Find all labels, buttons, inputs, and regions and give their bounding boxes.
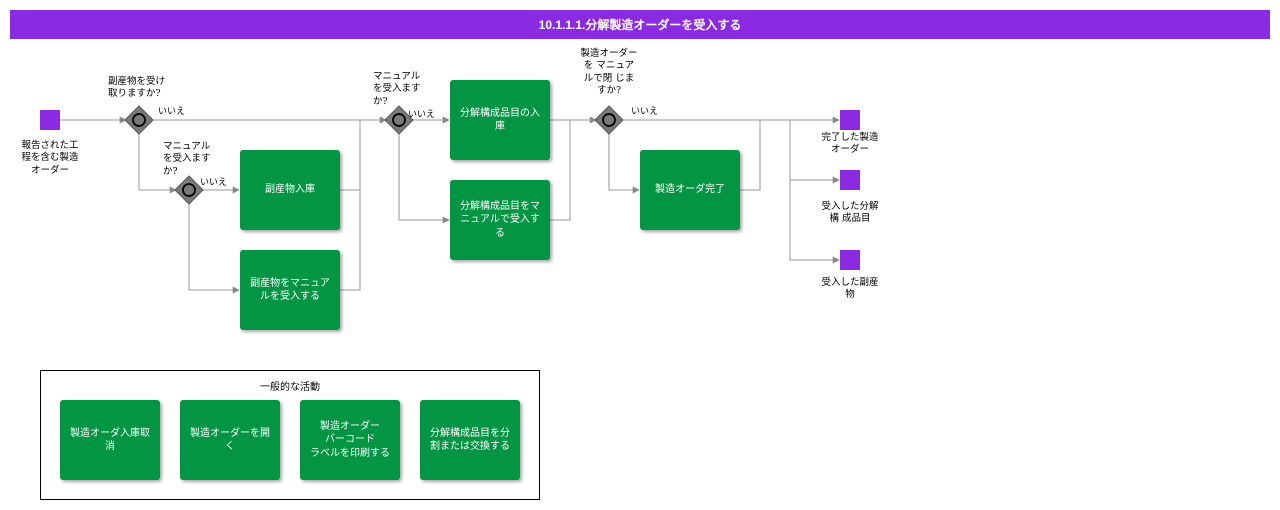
end-event-received-byproducts-label: 受入した副産 物 <box>821 277 879 301</box>
end-event-completed-order <box>840 110 860 130</box>
gateway-close-order-no-label: いいえ <box>631 107 659 117</box>
task-order-complete[interactable]: 製造オーダ完了 <box>640 150 740 230</box>
activity-open-order[interactable]: 製造オーダーを開 く <box>180 400 280 480</box>
activity-cancel-order-receipt[interactable]: 製造オーダ入庫取 消 <box>60 400 160 480</box>
gateway-shapes <box>124 105 624 205</box>
task-component-receive[interactable]: 分解構成品目の入 庫 <box>450 80 550 160</box>
end-event-received-components <box>840 170 860 190</box>
gateway-byproduct-question: 副産物を受け 取りますか? <box>108 76 166 100</box>
task-byproduct-manual-receive[interactable]: 副産物をマニュア ルを受入する <box>240 250 340 330</box>
gateway-component-manual-question: マニュアル を受入ます か? <box>373 71 421 107</box>
end-event-completed-order-label: 完了した製造 オーダー <box>821 132 879 156</box>
end-event-received-components-label: 受入した分解 構 成品目 <box>821 201 879 225</box>
gateway-component-manual-no-label: いいえ <box>408 110 436 120</box>
gateway-byproduct-manual-no-label: いいえ <box>200 178 228 188</box>
activity-split-replace-components[interactable]: 分解構成品目を分 割または交換する <box>420 400 520 480</box>
common-activities-title: 一般的な活動 <box>260 382 320 393</box>
gateway-byproduct-no-label: いいえ <box>158 107 186 117</box>
gateway-byproduct-manual-question: マニュアル を受入ます か? <box>163 141 211 177</box>
end-event-received-byproducts <box>840 250 860 270</box>
common-activities-box <box>40 370 540 500</box>
diagram-title: 10.1.1.1.分解製造オーダーを受入する <box>10 10 1270 39</box>
task-byproduct-receive[interactable]: 副産物入庫 <box>240 150 340 230</box>
gateway-close-order-question: 製造オーダー を マニュア ルで閉 じま すか? <box>580 48 638 97</box>
start-event <box>40 110 60 130</box>
task-component-manual-receive[interactable]: 分解構成品目をマ ニュアルで受入す る <box>450 180 550 260</box>
activity-print-barcode-label[interactable]: 製造オーダー バーコード ラベルを印刷する <box>300 400 400 480</box>
start-event-label: 報告された工 程を含む製造 オーダー <box>21 140 79 176</box>
